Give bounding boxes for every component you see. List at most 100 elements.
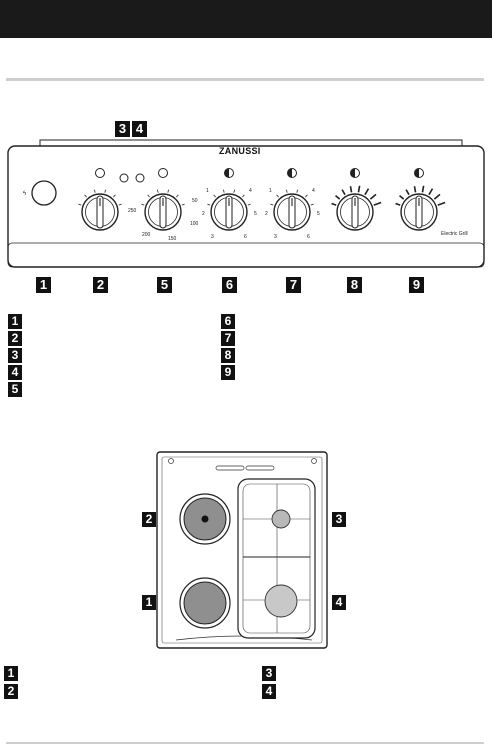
small-zone <box>271 509 291 529</box>
knob-grip <box>96 195 104 229</box>
spark-icon: ϟ <box>23 191 27 197</box>
dial-tick <box>223 189 225 193</box>
legend-marker: 1 <box>8 314 22 329</box>
callout-light-3: 3 <box>115 121 130 137</box>
dial-tick <box>213 194 216 198</box>
dial-tick <box>113 194 116 198</box>
knob-symbol-icon <box>95 168 105 178</box>
dial-mark-label: 5 <box>254 211 257 217</box>
dial-tick <box>364 188 370 196</box>
legend-marker: 7 <box>221 331 235 346</box>
dial-tick <box>428 188 434 196</box>
dial-tick <box>181 203 185 206</box>
zone-indicator-icon <box>350 168 355 178</box>
callout-knob-6: 6 <box>222 277 237 293</box>
zone-indicator-icon <box>287 168 292 178</box>
dial-tick <box>405 189 410 196</box>
knob-grip <box>159 195 167 229</box>
dial-mark-label: 6 <box>244 234 247 240</box>
dial-tick <box>94 189 96 193</box>
dial-tick <box>331 202 337 206</box>
legend-marker: 4 <box>262 684 276 699</box>
legend-marker: 2 <box>8 331 22 346</box>
hob-inner-outline <box>161 456 323 644</box>
dial-tick <box>176 194 179 198</box>
dial-mark-label: 100 <box>190 221 199 227</box>
zone-indicator-icon <box>224 168 229 178</box>
callout-knob-2: 2 <box>93 277 108 293</box>
legend-marker: 6 <box>221 314 235 329</box>
callout-knob-1: 1 <box>36 277 51 293</box>
legend-marker: 3 <box>262 666 276 681</box>
knob-grip <box>415 195 423 229</box>
fixing-screw <box>168 458 174 464</box>
callout-knob-5: 5 <box>157 277 172 293</box>
dial-tick <box>421 185 425 193</box>
dial-mark-label: 1 <box>269 188 272 194</box>
callout-hob-2: 2 <box>142 512 156 527</box>
dial-tick <box>78 203 82 206</box>
callout-knob-9: 9 <box>409 277 424 293</box>
dial-tick <box>118 203 122 206</box>
vent-slot <box>245 465 275 471</box>
dial-tick <box>207 203 211 206</box>
dial-tick <box>141 203 145 206</box>
dial-tick <box>369 193 377 200</box>
dial-tick <box>373 201 382 206</box>
callout-knob-7: 7 <box>286 277 301 293</box>
dial-mark-label: 3 <box>211 234 214 240</box>
indicator-light-4 <box>135 173 145 183</box>
legend-marker: 3 <box>8 348 22 363</box>
dial-tick <box>413 186 417 193</box>
zone-indicator-icon <box>414 168 419 178</box>
top-divider <box>6 78 484 81</box>
grill-label: Electric Grill <box>441 231 468 237</box>
dial-tick <box>147 194 150 198</box>
dial-tick <box>286 189 288 193</box>
ceramic-zone-inner <box>242 483 311 634</box>
legend-marker: 5 <box>8 382 22 397</box>
rapid-hotplate-dot <box>201 515 209 523</box>
panel-bottom-strip <box>7 242 485 268</box>
dial-mark-label: 4 <box>312 188 315 194</box>
dial-mark-label: 3 <box>274 234 277 240</box>
vent-slot <box>215 465 245 471</box>
dial-tick <box>296 189 298 193</box>
fixing-screw <box>311 458 317 464</box>
dial-tick <box>357 185 361 193</box>
dial-tick <box>437 201 446 206</box>
dial-tick <box>349 186 353 193</box>
knob-grip <box>225 195 233 229</box>
legend-marker: 2 <box>4 684 18 699</box>
legend-marker: 8 <box>221 348 235 363</box>
dial-mark-label: 2 <box>202 211 205 217</box>
dial-tick <box>270 203 274 206</box>
dial-tick <box>104 189 106 193</box>
dial-mark-label: 1 <box>206 188 209 194</box>
brand-logo: ZANUSSI <box>219 146 261 156</box>
header-banner <box>0 0 492 38</box>
dial-tick <box>399 195 405 200</box>
dial-tick <box>242 194 245 198</box>
dial-tick <box>341 189 346 196</box>
dial-mark-label: 250 <box>128 208 137 214</box>
dial-tick <box>433 193 441 200</box>
dial-mark-label: 6 <box>307 234 310 240</box>
legend-marker: 1 <box>4 666 18 681</box>
callout-light-4: 4 <box>132 121 147 137</box>
knob-symbol-icon <box>158 168 168 178</box>
dial-mark-label: 4 <box>249 188 252 194</box>
dial-tick <box>233 189 235 193</box>
normal-hotplate <box>183 581 227 625</box>
dial-tick <box>167 189 169 193</box>
dial-tick <box>276 194 279 198</box>
dial-tick <box>157 189 159 193</box>
dial-mark-label: 50 <box>192 198 198 204</box>
bottom-divider <box>6 742 484 744</box>
large-zone <box>264 584 298 618</box>
callout-hob-1: 1 <box>142 595 156 610</box>
callout-hob-3: 3 <box>332 512 346 527</box>
indicator-light-3 <box>119 173 129 183</box>
